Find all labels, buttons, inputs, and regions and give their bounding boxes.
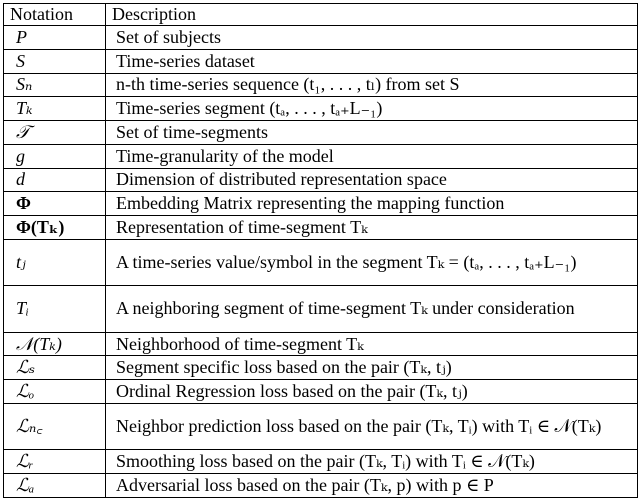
notation-description: Time-granularity of the model [105, 143, 638, 169]
notation-description: A time-series value/symbol in the segmen… [105, 238, 638, 287]
notation-symbol: Tᵢ [3, 285, 106, 333]
notation-symbol: ℒₙ꜀ [3, 402, 106, 451]
table-row: ℒₙ꜀Neighbor prediction loss based on the… [3, 402, 638, 451]
notation-symbol: d [3, 167, 106, 193]
notation-description: n-th time-series sequence (t₁, . . . , t… [105, 72, 638, 98]
notation-description: Time-series dataset [105, 48, 638, 74]
notation-symbol: Φ [3, 191, 106, 216]
notation-symbol: g [3, 143, 106, 169]
table-row: Φ(Tₖ)Representation of time-segment Tₖ [3, 215, 638, 240]
notation-description: Time-series segment (tₐ, . . . , tₐ₊L₋₁) [105, 96, 638, 121]
table-row: 𝒩(Tₖ)Neighborhood of time-segment Tₖ [3, 331, 638, 357]
notation-description: Neighborhood of time-segment Tₖ [105, 331, 638, 357]
description-header: Description [105, 3, 638, 26]
notation-symbol: S [3, 48, 106, 74]
notation-symbol: ℒₐ [3, 473, 106, 498]
notation-symbol: ℒₒ [3, 379, 106, 404]
notation-description: Ordinal Regression loss based on the pai… [105, 379, 638, 404]
notation-description: Dimension of distributed representation … [105, 167, 638, 193]
notation-description: Set of subjects [105, 25, 638, 50]
notation-symbol: Φ(Tₖ) [3, 215, 106, 240]
notation-symbol: ℒₛ [3, 355, 106, 381]
notation-symbol: tⱼ [3, 238, 106, 287]
notation-header: Notation [3, 3, 106, 26]
notation-description: Set of time-segments [105, 120, 638, 145]
header-row: Notation Description [3, 3, 638, 26]
notation-description: Neighbor prediction loss based on the pa… [105, 402, 638, 451]
notation-symbol: ℒᵣ [3, 449, 106, 475]
notation-description: Segment specific loss based on the pair … [105, 355, 638, 381]
notation-description: Representation of time-segment Tₖ [105, 215, 638, 240]
notation-symbol: Tₖ [3, 96, 106, 121]
notation-symbol: P [3, 25, 106, 50]
notation-symbol: 𝒯 [3, 120, 106, 145]
notation-symbol: 𝒩(Tₖ) [3, 331, 106, 357]
notation-symbol: Sₙ [3, 72, 106, 98]
notation-description: Adversarial loss based on the pair (Tₖ, … [105, 473, 638, 498]
notation-description: Embedding Matrix representing the mappin… [105, 191, 638, 216]
notation-description: A neighboring segment of time-segment Tₖ… [105, 285, 638, 333]
notation-description: Smoothing loss based on the pair (Tₖ, Tᵢ… [105, 449, 638, 475]
